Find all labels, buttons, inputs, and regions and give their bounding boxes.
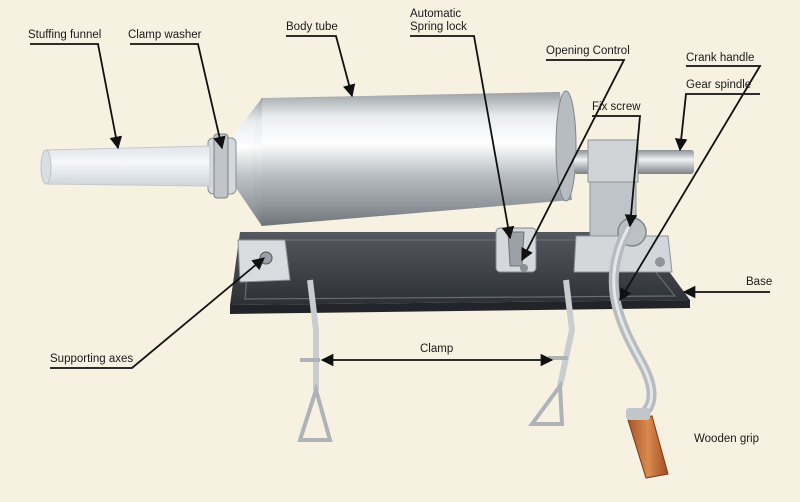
clamp-washer [207,133,237,199]
wooden-grip [626,408,669,479]
leader-supporting-axes [50,257,265,369]
leader-body-tube [286,35,356,98]
leader-lines [30,35,770,369]
label-base: Base [746,276,773,288]
label-gear-spindle: Gear spindle [686,79,752,91]
leader-spring-lock [410,35,515,240]
gear-housing [573,139,694,273]
body-tube [230,90,577,227]
label-wooden-grip: Wooden grip [694,433,759,445]
label-opening-control: Opening Control [546,45,630,57]
label-clamp-washer: Clamp washer [128,29,202,41]
supporting-axes-part [237,239,291,283]
leader-gear-spindle [674,93,760,152]
label-stuffing-funnel: Stuffing funnel [28,29,102,41]
leader-fix-screw [592,115,641,228]
label-body-tube: Body tube [286,21,338,33]
stuffing-funnel [40,145,211,187]
label-clamp: Clamp [420,343,454,355]
label-automatic-spring-lock: Automatic Spring lock [410,8,467,33]
label-supporting-axes: Supporting axes [50,353,134,365]
leader-clamp-washer [130,43,226,150]
leader-crank-handle [619,65,762,302]
spring-lock [495,227,537,273]
leader-opening-control [521,59,626,262]
leader-stuffing-funnel [30,43,123,150]
label-fix-screw: Fix screw [592,101,641,113]
label-crank-handle: Crank handle [686,52,755,64]
clamp-left [297,279,333,442]
